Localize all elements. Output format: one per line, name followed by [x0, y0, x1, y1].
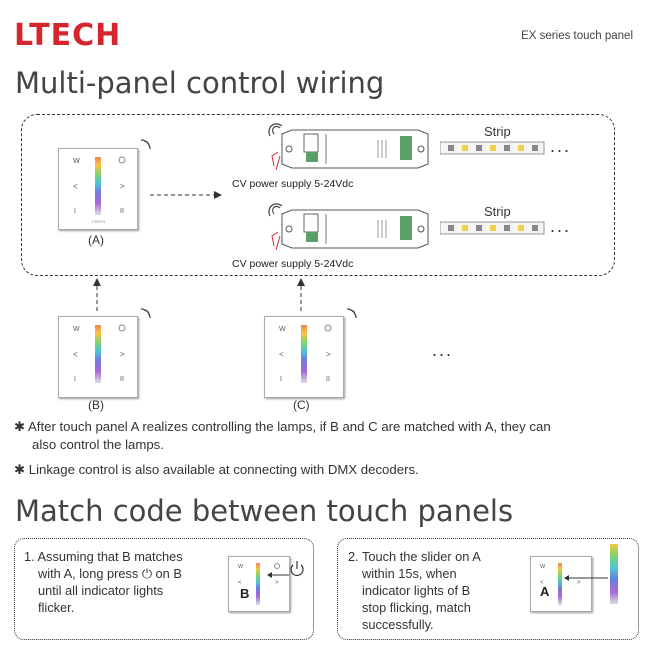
- wifi-signal-icon: [344, 305, 360, 326]
- strip-1-label: Strip: [484, 124, 511, 139]
- svg-text:W: W: [73, 157, 80, 165]
- svg-text:W: W: [238, 564, 244, 570]
- svg-text:II: II: [326, 376, 330, 383]
- svg-text:I: I: [74, 208, 76, 215]
- touch-panel-b: W < > I II: [58, 316, 138, 398]
- touch-panel-c: W < > I II: [264, 316, 344, 398]
- arrow-left-icon: [267, 566, 289, 584]
- step-2-text: 2. Touch the slider on A within 15s, whe…: [348, 549, 481, 632]
- power-icon: [287, 559, 307, 584]
- svg-text:II: II: [120, 208, 124, 215]
- svg-text:>: >: [120, 182, 125, 191]
- step-2-panel-label: A: [540, 584, 550, 599]
- step-1-panel: W < >: [228, 556, 290, 612]
- svg-text:>: >: [577, 580, 581, 586]
- step-1-box: [14, 538, 314, 640]
- svg-text:II: II: [120, 376, 124, 383]
- wifi-signal-icon: [138, 136, 154, 157]
- signal-arrow-c: [297, 278, 305, 314]
- svg-text:>: >: [326, 350, 331, 359]
- svg-text:I: I: [280, 376, 282, 383]
- svg-text:<: <: [73, 182, 78, 191]
- more-panels: ...: [432, 340, 454, 360]
- arrow-left-icon: [564, 569, 608, 587]
- svg-text:>: >: [275, 580, 279, 586]
- slider-strip-icon: [610, 544, 618, 604]
- note-2: ✱ Linkage control is also available at c…: [14, 462, 419, 477]
- step-2-panel: W < >: [530, 556, 592, 612]
- strip-2-more: ...: [550, 216, 572, 236]
- power-supply-1: [268, 122, 448, 183]
- svg-text:<: <: [279, 350, 284, 359]
- svg-text:I: I: [74, 376, 76, 383]
- strip-1-more: ...: [550, 136, 572, 156]
- step-2-box: [337, 538, 639, 640]
- led-strip-2: [440, 221, 545, 235]
- strip-2-label: Strip: [484, 204, 511, 219]
- svg-text:<: <: [238, 580, 242, 586]
- svg-text:W: W: [73, 326, 80, 333]
- brand-logo: LTECH: [14, 18, 122, 53]
- step-1-text: 1. Assuming that B matches with A, long …: [24, 549, 183, 615]
- svg-text:<: <: [540, 580, 544, 586]
- panel-a-label: (A): [88, 233, 104, 247]
- signal-arrow-b: [93, 278, 101, 314]
- series-label: EX series touch panel: [521, 30, 633, 42]
- panel-c-label: (C): [293, 398, 310, 412]
- section-title-match: Match code between touch panels: [15, 494, 514, 528]
- svg-text:W: W: [279, 326, 286, 333]
- step-1-panel-label: B: [240, 586, 250, 601]
- wifi-signal-icon: [138, 305, 154, 326]
- section-title-wiring: Multi-panel control wiring: [15, 66, 385, 100]
- touch-panel-a: W < > I II LTECH: [58, 148, 138, 230]
- led-strip-1: [440, 141, 545, 155]
- panel-b-label: (B): [88, 398, 104, 412]
- svg-text:LTECH: LTECH: [92, 219, 105, 224]
- svg-text:W: W: [540, 564, 546, 570]
- signal-arrow-a: [150, 191, 222, 199]
- power-supply-2: [268, 202, 448, 263]
- supply-2-label: CV power supply 5-24Vdc: [232, 258, 354, 270]
- svg-text:<: <: [73, 350, 78, 359]
- note-1: ✱ After touch panel A realizes controlli…: [14, 419, 551, 452]
- linked-group-box: [21, 114, 615, 276]
- asterisk-icon: ✱: [14, 419, 26, 434]
- supply-1-label: CV power supply 5-24Vdc: [232, 178, 354, 190]
- svg-text:>: >: [120, 350, 125, 359]
- asterisk-icon: ✱: [14, 462, 26, 477]
